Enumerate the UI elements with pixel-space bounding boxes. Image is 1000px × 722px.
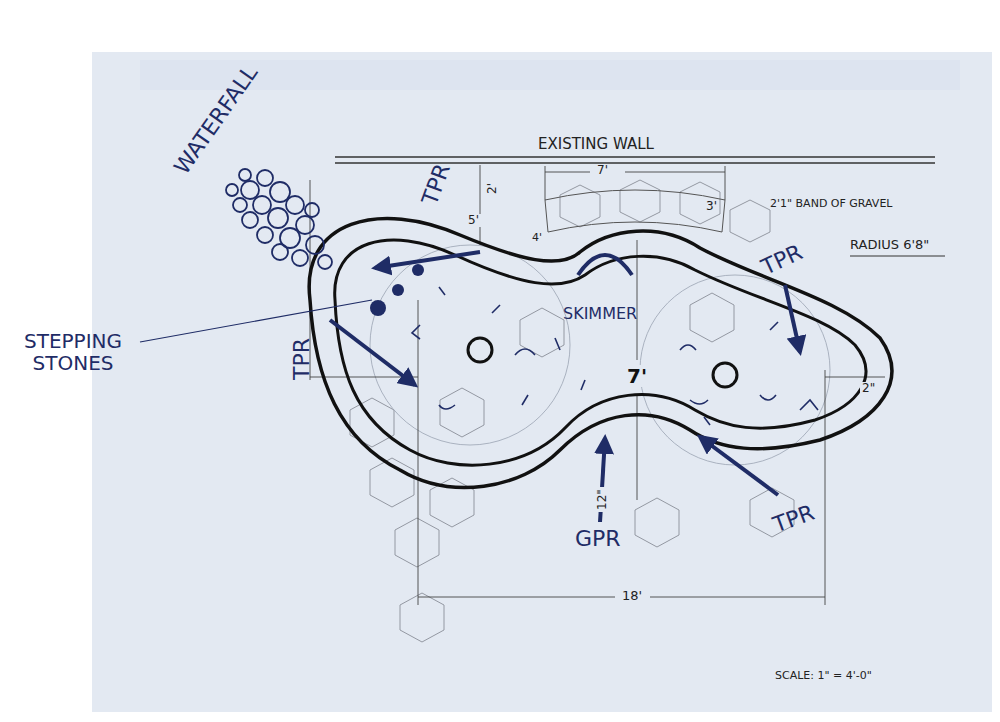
hexagon-stones [350,180,794,642]
radius-note: RADIUS 6'8" [850,238,929,252]
fountain-jets [468,338,737,387]
center-dimension: 7' [625,365,649,387]
paper-sheet [92,52,992,712]
faded-title-band [140,60,960,90]
stepping-stones-leader [140,300,372,342]
dimension-text: 3' [704,200,719,213]
scale-note: SCALE: 1" = 4'-0" [775,670,872,682]
stepping-stones-label: STEPPING STONES [8,330,138,374]
gravel-note: 2'1" BAND OF GRAVEL [770,198,892,210]
dimension-text: 4' [530,232,544,244]
dimension-text: 18' [620,589,644,603]
radius-underline [850,256,945,257]
dimension-text: 2' [486,181,499,196]
gpr-label: GPR [575,527,621,551]
gravel-band-arc [545,190,725,232]
skimmer-arc [578,255,632,275]
dimension-text: 2" [860,382,877,395]
existing-wall [335,157,935,163]
leader-arrows [330,252,800,522]
waterfall-rocks [226,169,332,269]
tpr-label: TPR [290,338,314,380]
pond-outer-edge [309,218,892,487]
skimmer-label: SKIMMER [563,305,637,323]
pond-inner-edge [335,240,866,465]
flow-marks [412,287,818,425]
dimension-text: 12" [596,487,609,512]
dimension-lines [310,165,885,605]
wall-label: EXISTING WALL [538,136,654,153]
stepping-stone-marks [370,264,424,316]
dimension-text: 5' [466,214,481,227]
pond-guide-circles [370,245,830,465]
dimension-text: 7' [595,164,610,177]
